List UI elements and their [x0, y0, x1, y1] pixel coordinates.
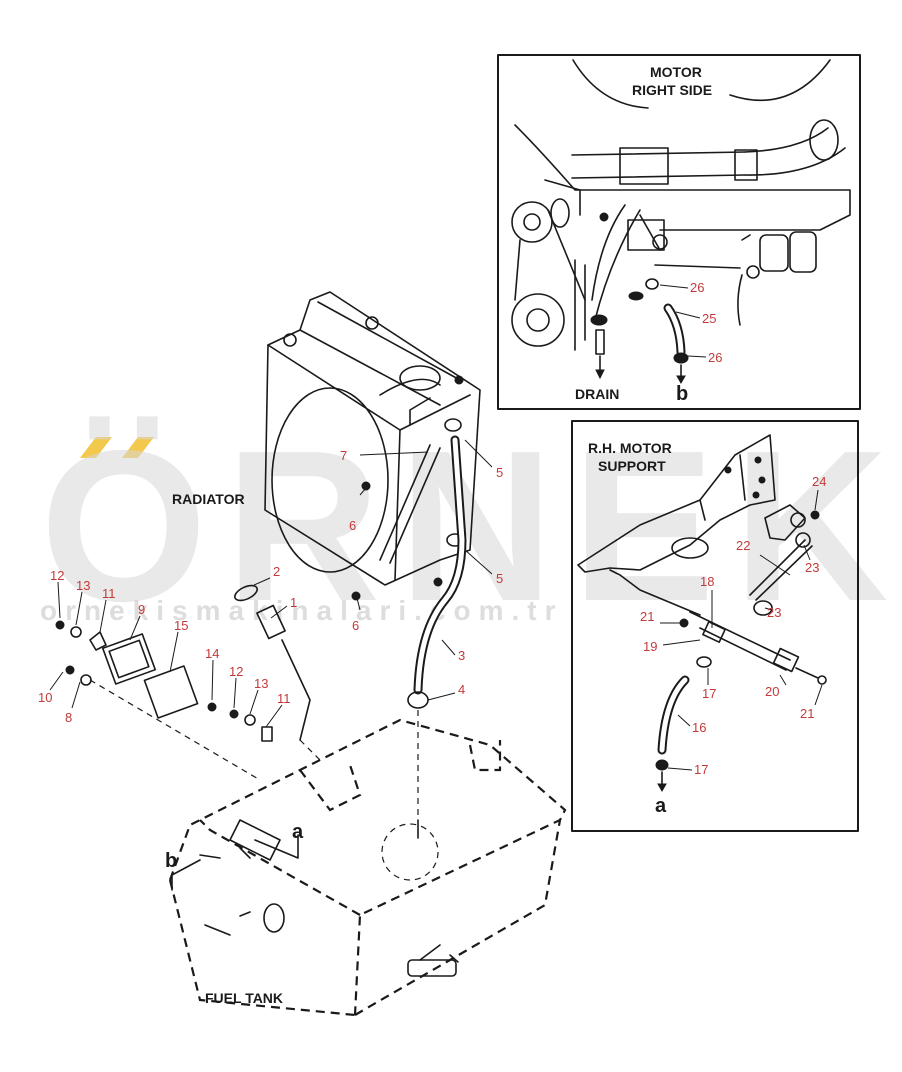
callout-25: 25: [702, 311, 716, 326]
fuel-hose: [407, 435, 467, 839]
rh-motor-support-inset: R.H. MOTOR SUPPORT a: [571, 420, 859, 832]
callout-17: 17: [694, 762, 708, 777]
drain-label: DRAIN: [575, 386, 619, 402]
watermark-accent-mark: [122, 437, 154, 458]
callout-7: 7: [340, 448, 347, 463]
callout-10: 10: [38, 690, 52, 705]
callout-23: 23: [767, 605, 781, 620]
callout-1: 1: [290, 595, 297, 610]
callout-11: 11: [277, 691, 291, 706]
callout-16: 16: [692, 720, 706, 735]
callout-22: 22: [736, 538, 750, 553]
callout-11: 11: [102, 586, 116, 601]
callout-26: 26: [708, 350, 722, 365]
access-cover-parts: 2 1 12 13 11 9 15 14 12 13 11 10 8 7 6 6…: [38, 439, 503, 781]
watermark-accent-mark: [80, 437, 112, 458]
callout-12: 12: [229, 664, 243, 679]
callout-13: 13: [76, 578, 90, 593]
callout-8: 8: [65, 710, 72, 725]
callout-2: 2: [273, 564, 280, 579]
callout-24: 24: [812, 474, 826, 489]
callout-6: 6: [352, 618, 359, 633]
callout-21: 21: [640, 609, 654, 624]
callout-19: 19: [643, 639, 657, 654]
connector-a-label: a: [655, 795, 667, 817]
callout-13: 13: [254, 676, 268, 691]
callout-21: 21: [800, 706, 814, 721]
callout-5: 5: [496, 571, 503, 586]
callout-9: 9: [138, 602, 145, 617]
support-inset-title-line1: R.H. MOTOR: [588, 440, 672, 456]
fuel-tank: FUEL TANK a b: [165, 718, 567, 1017]
callout-26: 26: [690, 280, 704, 295]
radiator: RADIATOR: [172, 291, 481, 587]
callout-23: 23: [805, 560, 819, 575]
callout-4: 4: [458, 682, 465, 697]
motor-inset-title-line1: MOTOR: [650, 64, 702, 80]
callout-5: 5: [496, 465, 503, 480]
callout-6: 6: [349, 518, 356, 533]
connector-b-label: b: [165, 850, 177, 872]
callout-3: 3: [458, 648, 465, 663]
callout-17: 17: [702, 686, 716, 701]
motor-inset-title-line2: RIGHT SIDE: [632, 82, 712, 98]
watermark-url: ornekismakinalari.com.tr: [40, 595, 563, 626]
radiator-label: RADIATOR: [172, 491, 245, 507]
callout-12: 12: [50, 568, 64, 583]
connector-b-label: b: [676, 383, 688, 405]
callout-20: 20: [765, 684, 779, 699]
fuel-tank-label: FUEL TANK: [205, 990, 283, 1006]
motor-right-side-inset: MOTOR RIGHT SIDE DRAIN b 26 25 26: [497, 54, 861, 410]
callout-14: 14: [205, 646, 219, 661]
support-inset-title-line2: SUPPORT: [598, 458, 666, 474]
connector-a-label: a: [292, 821, 304, 843]
callout-18: 18: [700, 574, 714, 589]
callout-15: 15: [174, 618, 188, 633]
